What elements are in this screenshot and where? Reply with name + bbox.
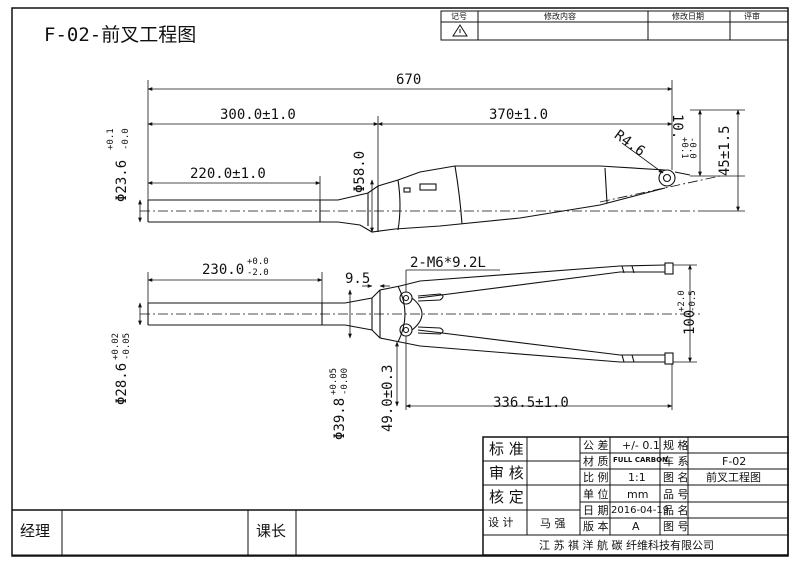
label-section-chief: 课长 bbox=[256, 522, 287, 540]
label-material: 材 质 bbox=[583, 455, 609, 468]
dim-width-100-tol-lower: -0.5 bbox=[688, 290, 698, 312]
rev-header-date: 修改日期 bbox=[672, 12, 704, 21]
value-version: A bbox=[632, 520, 640, 533]
dim-10: 10. bbox=[669, 114, 685, 140]
dim-dia-398: Φ39.8 bbox=[332, 397, 348, 440]
center-line-top bbox=[140, 175, 721, 212]
dim-3365: 336.5±1.0 bbox=[493, 395, 569, 411]
dim-dia-286-tol-upper: +0.02 bbox=[111, 332, 121, 360]
dimension-lines-top bbox=[138, 80, 745, 233]
value-material: FULL CARBON bbox=[613, 456, 668, 464]
rev-header-mark: 记号 bbox=[451, 12, 467, 21]
label-version: 版 本 bbox=[583, 520, 609, 533]
value-scale: 1:1 bbox=[628, 471, 646, 484]
designer-name: 马 强 bbox=[540, 517, 566, 530]
label-review: 审 核 bbox=[489, 464, 524, 482]
dim-230: 230.0 bbox=[202, 262, 245, 278]
value-tolerance: +/- 0.1 bbox=[622, 439, 660, 452]
label-standard: 标 准 bbox=[489, 440, 524, 458]
rev-header-review: 评审 bbox=[744, 12, 760, 21]
dim-dia-236-tol-lower: -0.0 bbox=[121, 128, 131, 150]
dim-dia-398-tol-lower: -0.00 bbox=[340, 367, 350, 395]
dim-offset-45: 45±1.5 bbox=[717, 125, 733, 176]
company-name: 江 苏 祺 洋 航 碳 纤维科技有限公司 bbox=[539, 539, 714, 552]
dim-dia-286-tol-lower: -0.05 bbox=[122, 332, 132, 360]
dim-300: 300.0±1.0 bbox=[220, 107, 296, 123]
label-product-name: 品 名 bbox=[663, 504, 689, 517]
dim-dia-236: Φ23.6 bbox=[114, 159, 130, 202]
dim-370: 370±1.0 bbox=[489, 107, 549, 123]
dim-dia-398-tol-upper: +0.05 bbox=[329, 367, 339, 395]
hole-callout: 2-M6*9.2L bbox=[410, 255, 486, 271]
dim-10-tol-lower: -0.0 bbox=[687, 137, 697, 159]
label-series: 车 系 bbox=[663, 455, 689, 468]
value-series: F-02 bbox=[722, 455, 747, 468]
label-manager: 经理 bbox=[20, 522, 51, 540]
dim-width-100-tol-upper: +2.0 bbox=[677, 290, 687, 312]
label-tolerance: 公 差 bbox=[583, 439, 609, 452]
dim-220: 220.0±1.0 bbox=[190, 166, 266, 182]
dim-230-tol-upper: +0.0 bbox=[247, 257, 269, 267]
dim-dia-236-tol-upper: +0.1 bbox=[106, 128, 116, 150]
title-block bbox=[12, 436, 789, 556]
dimension-lines-bottom bbox=[138, 264, 697, 410]
fork-front-view bbox=[147, 262, 674, 365]
drawing-title: F-02-前叉工程图 bbox=[44, 24, 197, 46]
value-date: 2016-04-19 bbox=[611, 505, 670, 516]
label-drawing-no: 图 号 bbox=[663, 520, 689, 533]
revision-table bbox=[440, 10, 789, 41]
dim-width-100: 100 bbox=[682, 309, 698, 335]
fork-side-view bbox=[147, 165, 691, 233]
dim-49: 49.0±0.3 bbox=[380, 364, 396, 432]
label-check: 核 定 bbox=[489, 488, 524, 506]
rev-header-content: 修改内容 bbox=[544, 12, 576, 21]
dim-230-tol-lower: -2.0 bbox=[247, 268, 269, 278]
dim-dia-58: Φ58.0 bbox=[352, 150, 368, 193]
label-spec: 规 格 bbox=[663, 439, 689, 452]
value-unit: mm bbox=[627, 488, 649, 501]
dim-overall-length: 670 bbox=[396, 72, 422, 88]
dim-dia-286: Φ28.6 bbox=[114, 362, 130, 405]
label-design: 设 计 bbox=[488, 516, 514, 529]
label-drawing-name: 图 名 bbox=[663, 471, 689, 484]
label-part-no: 品 号 bbox=[663, 488, 689, 501]
value-drawing-name: 前叉工程图 bbox=[706, 471, 761, 484]
label-date: 日 期 bbox=[583, 504, 609, 517]
label-unit: 单 位 bbox=[583, 488, 609, 501]
dim-95: 9.5 bbox=[345, 271, 371, 287]
label-scale: 比 例 bbox=[583, 471, 609, 484]
